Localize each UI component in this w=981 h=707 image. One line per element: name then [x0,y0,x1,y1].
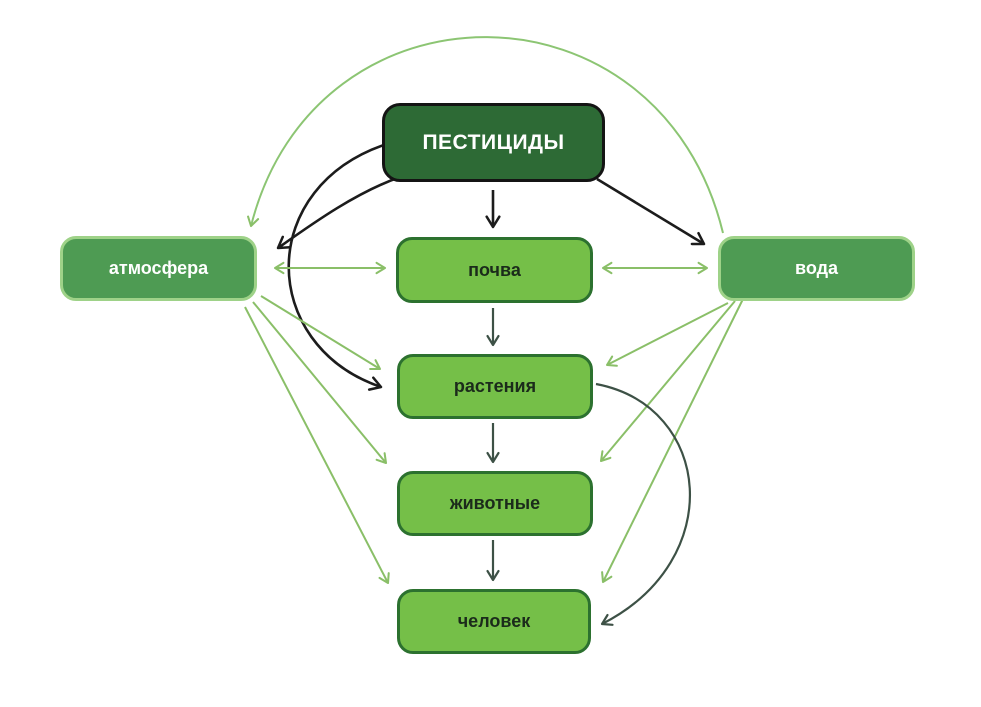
node-atmosphere: атмосфера [60,236,257,301]
node-pesticides-label: ПЕСТИЦИДЫ [422,130,565,154]
node-human: человек [397,589,591,654]
node-plants: растения [397,354,593,419]
edge-atmosphere-animals [252,301,388,465]
edge-water-animals [599,300,736,463]
node-animals: животные [397,471,593,536]
node-plants-label: растения [453,376,537,396]
node-soil: почва [396,237,593,303]
edge-plants-human-curved [595,382,692,626]
edge-pesticides-plants-curved [287,141,391,391]
edge-atmosphere-plants [260,295,382,371]
node-pesticides: ПЕСТИЦИДЫ [382,103,605,182]
node-human-label: человек [457,611,531,631]
edge-water-human [601,298,744,584]
edge-atmosphere-human [244,306,390,585]
edge-water-atmosphere-arc [247,36,724,234]
edge-water-plants [605,302,729,367]
node-water-label: вода [794,258,839,278]
node-animals-label: животные [449,493,541,513]
node-water: вода [718,236,915,301]
node-soil-label: почва [468,259,521,280]
edge-pesticides-water [596,177,706,246]
node-atmosphere-label: атмосфера [108,258,209,278]
edge-pesticides-atmosphere [276,175,401,250]
